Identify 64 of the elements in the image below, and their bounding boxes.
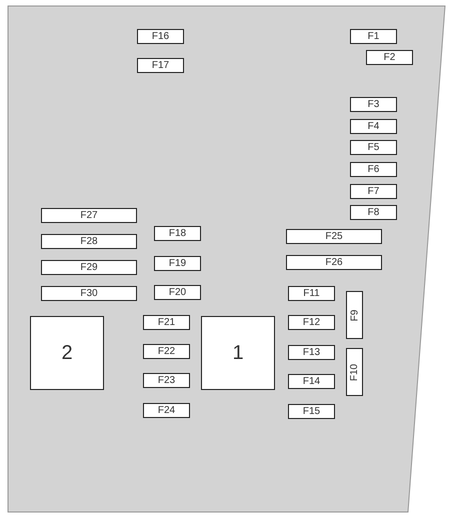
fuse-label: F8 xyxy=(368,207,380,218)
fuse-box xyxy=(41,260,137,275)
fuse-label: F21 xyxy=(158,317,176,328)
fuse-box xyxy=(154,256,201,271)
fuse-label: F10 xyxy=(349,363,360,381)
fuse-box xyxy=(350,140,397,155)
fuse-box xyxy=(366,50,413,65)
fuse-box xyxy=(346,291,363,339)
fuse-box xyxy=(286,255,382,270)
fuse-box xyxy=(346,348,363,396)
relay-number: 2 xyxy=(61,342,73,364)
fuse-box xyxy=(143,403,190,418)
fuse-box xyxy=(154,226,201,241)
fuse-label: F24 xyxy=(158,405,176,416)
fuse-box xyxy=(288,374,335,389)
fuse-label: F16 xyxy=(152,31,170,42)
fuse-label: F14 xyxy=(302,376,320,387)
fuse-label: F19 xyxy=(168,258,186,269)
fuse-label: F13 xyxy=(302,347,320,358)
relay-box xyxy=(30,316,104,390)
fuse-label: F4 xyxy=(368,121,380,132)
fuse-label: F7 xyxy=(368,186,380,197)
fuse-box xyxy=(143,373,190,388)
fuse-label: F3 xyxy=(368,99,380,110)
fuse-label: F20 xyxy=(168,287,186,298)
fuse-box xyxy=(350,119,397,134)
fuse-label: F5 xyxy=(368,142,380,153)
fuse-label: F22 xyxy=(158,346,176,357)
fuse-label: F29 xyxy=(80,262,98,273)
fuse-label: F18 xyxy=(168,228,186,239)
fuse-label: F9 xyxy=(349,309,360,321)
fuse-box xyxy=(143,315,190,330)
fuse-box xyxy=(350,162,397,177)
fuse-box xyxy=(41,208,137,223)
relay-box xyxy=(201,316,275,390)
fuse-label: F1 xyxy=(368,31,380,42)
fuse-box xyxy=(41,234,137,249)
fuse-box xyxy=(288,315,335,330)
fuse-label: F15 xyxy=(302,406,320,417)
fuse-box xyxy=(350,29,397,44)
fuse-label: F12 xyxy=(302,317,320,328)
fuse-label: F2 xyxy=(384,52,396,63)
relay-number: 1 xyxy=(232,342,244,364)
fuse-box xyxy=(41,286,137,301)
fuse-box xyxy=(288,345,335,360)
fuse-label: F17 xyxy=(152,60,170,71)
fuse-label: F11 xyxy=(303,288,320,299)
fuse-box xyxy=(288,286,335,301)
fuse-label: F27 xyxy=(80,210,98,221)
fuse-box xyxy=(154,285,201,300)
fuse-label: F26 xyxy=(325,257,343,268)
fuse-label: F25 xyxy=(325,231,343,242)
fuse-box xyxy=(143,344,190,359)
fuse-label: F28 xyxy=(80,236,98,247)
fuse-label: F23 xyxy=(158,375,176,386)
fuse-box xyxy=(350,184,397,199)
fuse-box xyxy=(137,58,184,73)
fuse-box xyxy=(286,229,382,244)
fuse-box xyxy=(288,404,335,419)
fuse-label: F30 xyxy=(80,288,98,299)
fuse-label: F6 xyxy=(368,164,380,175)
fuse-box xyxy=(137,29,184,44)
fuse-box xyxy=(350,205,397,220)
fuse-box xyxy=(350,97,397,112)
